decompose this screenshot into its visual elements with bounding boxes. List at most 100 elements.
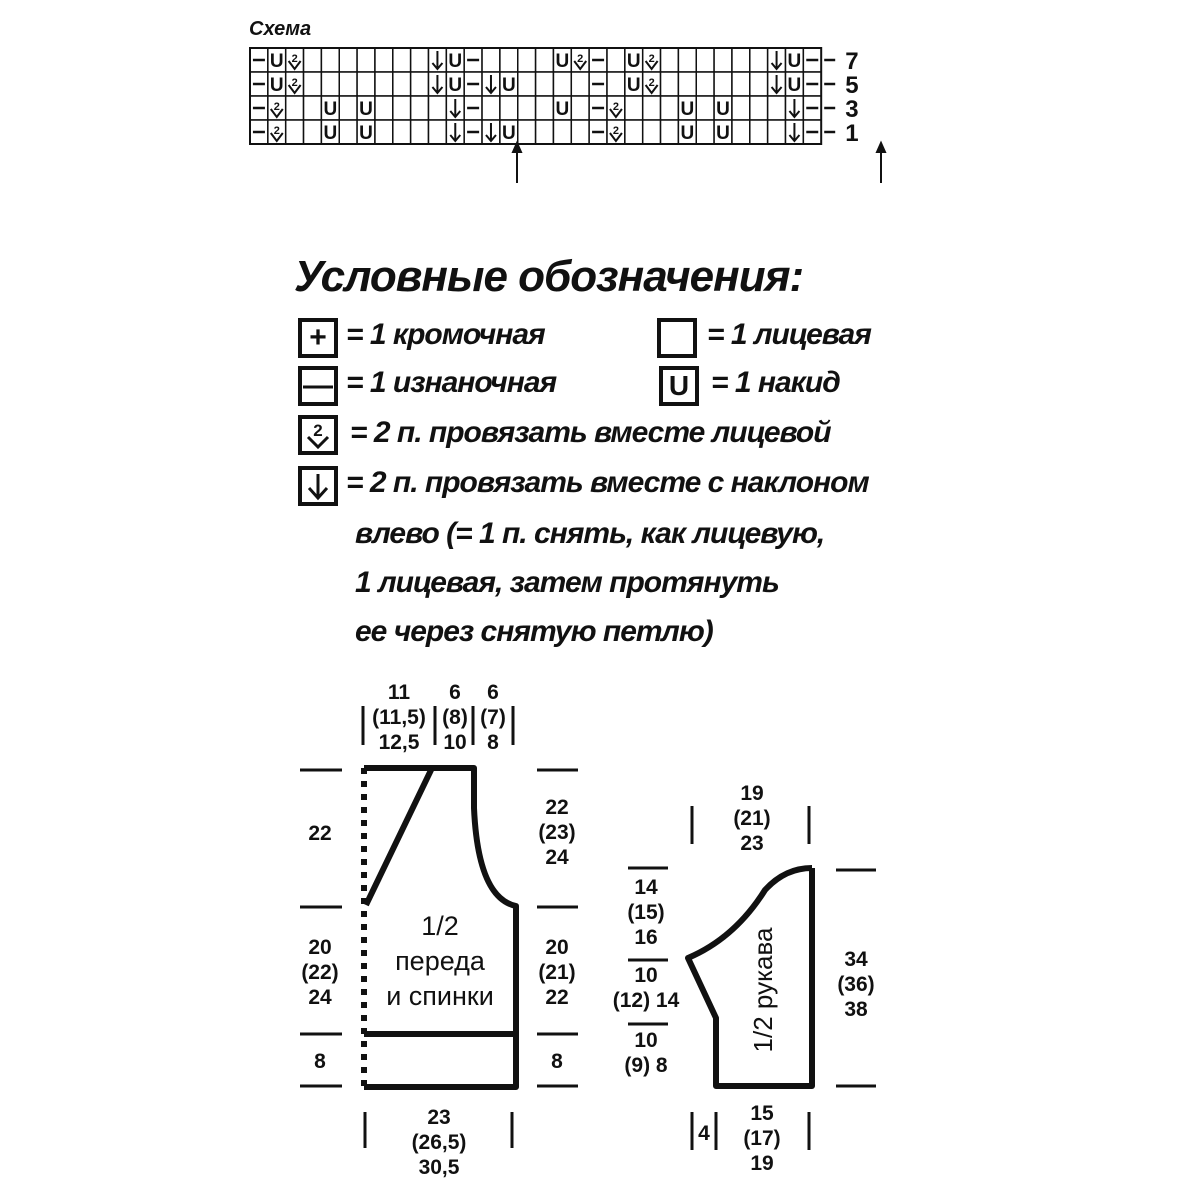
chart-cell	[320, 71, 340, 97]
chart-cell	[302, 71, 323, 97]
rib-height-left-label-line: 8	[314, 1050, 326, 1073]
chart-cell	[409, 71, 430, 97]
chart-cell	[534, 95, 555, 121]
chart-cell	[427, 95, 448, 121]
body-measurements: 11(11,5)12,56(8)106(7)82220(22)24822(23)…	[301, 681, 575, 1179]
svg-text:U: U	[716, 123, 730, 144]
rib-height-right-label-line: 8	[551, 1050, 563, 1073]
body-width-label-line: (26,5)	[412, 1131, 467, 1154]
side-height-label-line: 20	[308, 936, 331, 959]
chart-cell	[570, 95, 590, 121]
chart-cell: 2	[284, 71, 305, 97]
sleeve-cap-label: 14(15)16	[627, 876, 664, 949]
legend-edge-text: = 1 кромочная	[346, 318, 546, 351]
chart-cell	[552, 71, 573, 97]
chart-cell	[445, 95, 465, 121]
chart-cell: 2	[570, 47, 590, 73]
side-height-right-label-line: 20	[545, 936, 568, 959]
chart-cell	[624, 95, 644, 121]
neck-opening-label-line: (8)	[442, 706, 468, 729]
shoulder-width-label-line: (7)	[480, 706, 506, 729]
chart-cell: 2	[641, 47, 662, 73]
svg-text:U: U	[359, 99, 373, 120]
chart-cell	[606, 71, 626, 97]
chart-cell: 2	[267, 95, 287, 121]
chart-cell	[695, 47, 715, 73]
chart-cell: U	[356, 95, 376, 121]
sleeve-top-label-line: 23	[740, 832, 763, 855]
sleeve-cap-label-line: (15)	[627, 901, 664, 924]
chart-cell	[338, 95, 358, 121]
chart-cell	[749, 71, 769, 97]
legend-yo-text: = 1 накид	[711, 366, 841, 399]
chart-cell	[499, 47, 519, 73]
svg-text:U: U	[502, 75, 516, 96]
sleeve-label: 1/2 рукава	[748, 927, 778, 1052]
legend-purl-text: = 1 изнаночная	[346, 366, 557, 399]
svg-text:2: 2	[649, 53, 655, 65]
shoulder-width-label-line: 8	[487, 731, 499, 754]
chart-cell	[588, 71, 608, 97]
sleeve-length-label-line: 38	[844, 998, 868, 1021]
sleeve-cuff-label-line: 10	[634, 1029, 657, 1052]
chart-cell: U	[552, 47, 573, 73]
chart-cell	[338, 71, 358, 97]
sleeve-offset-label-line: 4	[698, 1122, 710, 1145]
knit-stitch-symbol	[657, 318, 697, 358]
svg-text:U: U	[788, 51, 802, 72]
svg-text:2: 2	[274, 101, 280, 113]
row-number: 5	[845, 72, 858, 99]
body-label-line-3: и спинки	[386, 981, 494, 1011]
chart-cell	[534, 71, 555, 97]
chart-cell	[766, 47, 787, 73]
chart-cell	[392, 119, 412, 145]
side-height-label: 20(22)24	[301, 936, 338, 1009]
chart-cell: U	[267, 71, 287, 97]
sleeve-bottom-label-line: 15	[750, 1102, 774, 1125]
k2tog-icon: 2	[306, 421, 330, 450]
chart-cell	[338, 47, 358, 73]
neck-opening-label-line: 6	[449, 681, 461, 704]
sleeve-length-label-line: 34	[844, 948, 868, 971]
chart-cell: U	[445, 71, 465, 97]
legend-knit-text: = 1 лицевая	[707, 318, 872, 351]
svg-text:U: U	[502, 123, 516, 144]
chart-cell	[517, 47, 537, 73]
body-width-label-line: 30,5	[419, 1156, 460, 1179]
chart-cell	[570, 119, 590, 145]
body-width-label-line: 23	[427, 1106, 450, 1129]
legend-ssk-text: = 2 п. провязать вместе с наклоном	[346, 466, 870, 499]
k2tog-icon-number: 2	[313, 421, 322, 440]
chart-cell	[659, 119, 680, 145]
chart-cell: U	[713, 119, 733, 145]
sleeve-length-label-line: (36)	[837, 973, 874, 996]
body-label-line-2: переда	[395, 946, 486, 976]
chart-cell	[784, 95, 805, 121]
chart-cell	[302, 95, 323, 121]
neck-opening-label: 6(8)10	[442, 681, 468, 754]
chart-cell: U	[445, 47, 465, 73]
purl-stitch-symbol: —	[298, 366, 338, 406]
svg-text:2: 2	[274, 125, 280, 137]
svg-text:2: 2	[613, 101, 619, 113]
chart-cell: 2	[267, 119, 287, 145]
chart-cell: 2	[606, 119, 626, 145]
chart-cell	[802, 71, 822, 97]
sleeve-mid-label-line: (12) 14	[613, 989, 680, 1012]
chart-cell	[463, 47, 483, 73]
chart-cell	[641, 119, 662, 145]
chart-cell	[802, 47, 822, 73]
chart-cell: 2	[641, 71, 662, 97]
chart-cell	[677, 47, 698, 73]
k2tog-symbol: 2	[298, 415, 338, 455]
chart-cell	[606, 47, 626, 73]
row-number: 3	[845, 96, 858, 123]
svg-text:2: 2	[649, 77, 655, 89]
chart-cell	[409, 119, 430, 145]
legend-note-line-2: 1 лицевая, затем протянуть	[355, 566, 780, 599]
chart-cell: U	[552, 95, 573, 121]
chart-cell	[249, 71, 269, 97]
chart-cell: U	[320, 95, 340, 121]
